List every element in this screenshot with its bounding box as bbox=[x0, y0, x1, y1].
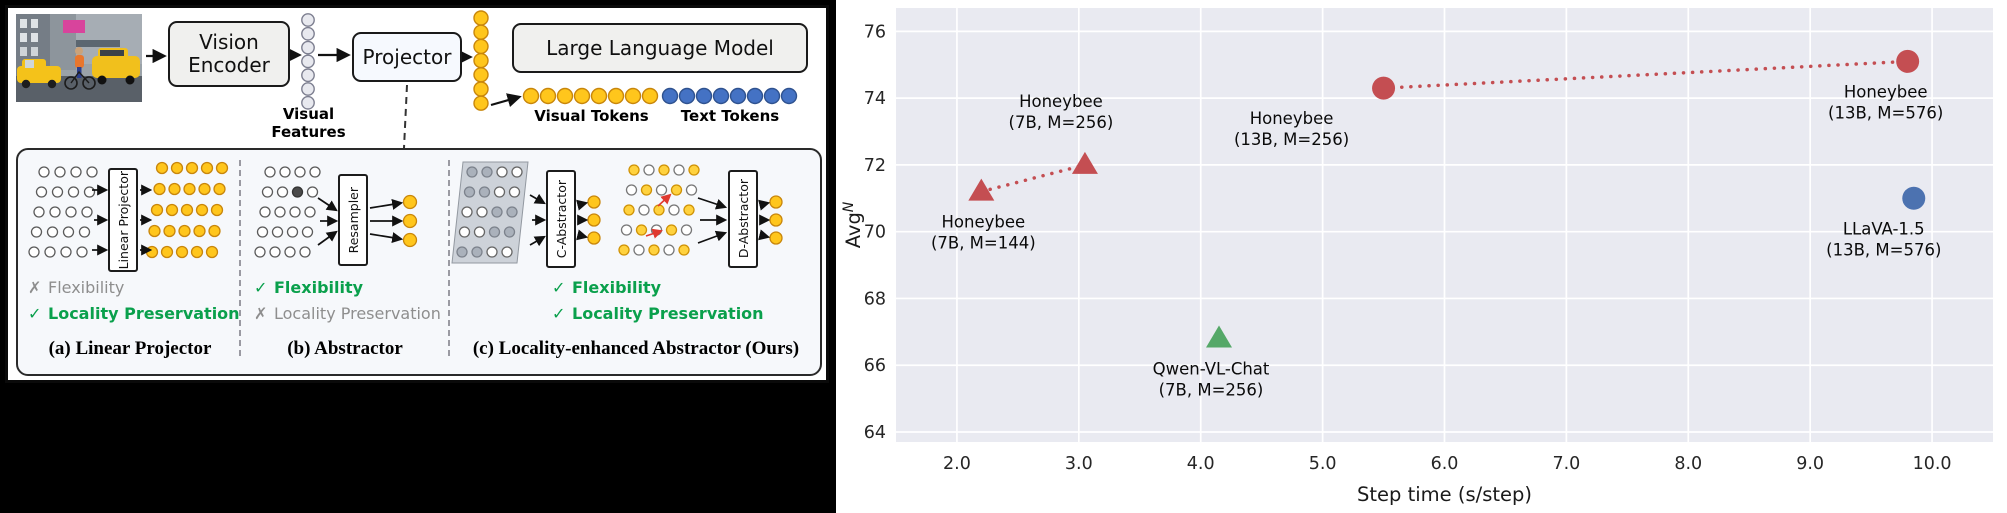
svg-text:(7B, M=256): (7B, M=256) bbox=[1009, 113, 1114, 132]
panel-c-caption: (c) Locality-enhanced Abstractor (Ours) bbox=[472, 338, 800, 359]
svg-text:74: 74 bbox=[864, 89, 886, 109]
cross-icon: ✗ bbox=[254, 304, 268, 323]
locality-check: ✓ Locality Preservation bbox=[552, 303, 764, 325]
check-label: Flexibility bbox=[48, 278, 125, 297]
flexibility-check: ✗ Flexibility bbox=[28, 277, 240, 299]
svg-text:66: 66 bbox=[864, 356, 886, 376]
svg-text:(13B, M=256): (13B, M=256) bbox=[1234, 130, 1349, 149]
vision-encoder-box: Vision Encoder bbox=[168, 21, 290, 87]
c-abstractor-module-label: C-Abstractor bbox=[553, 179, 569, 259]
locality-check: ✗ Locality Preservation bbox=[254, 303, 441, 325]
svg-text:10.0: 10.0 bbox=[1913, 454, 1952, 474]
check-label: Locality Preservation bbox=[572, 304, 764, 323]
visual-tokens-caption: Visual Tokens bbox=[534, 107, 649, 125]
resampler-module-label: Resampler bbox=[345, 186, 361, 254]
vision-encoder-label: Vision Encoder bbox=[188, 30, 270, 77]
svg-text:68: 68 bbox=[864, 289, 886, 309]
linear-projector-module-label: Linear Projector bbox=[115, 170, 131, 270]
svg-text:(7B, M=256): (7B, M=256) bbox=[1159, 381, 1264, 400]
svg-text:Honeybee: Honeybee bbox=[1844, 82, 1928, 101]
projector-variants-panel: Linear Projector Resampler C-Abstractor … bbox=[16, 148, 822, 376]
input-image bbox=[16, 14, 142, 102]
llm-box: Large Language Model bbox=[512, 23, 808, 73]
svg-text:(7B, M=144): (7B, M=144) bbox=[931, 234, 1036, 253]
svg-text:76: 76 bbox=[864, 22, 886, 42]
svg-text:70: 70 bbox=[864, 223, 886, 243]
locality-check: ✓ Locality Preservation bbox=[28, 303, 240, 325]
svg-text:LLaVA-1.5: LLaVA-1.5 bbox=[1843, 219, 1925, 238]
street-photo-illustration bbox=[16, 14, 142, 102]
check-label: Flexibility bbox=[274, 278, 364, 297]
llm-label: Large Language Model bbox=[546, 35, 774, 60]
cross-icon: ✗ bbox=[28, 278, 42, 297]
svg-text:(13B, M=576): (13B, M=576) bbox=[1826, 240, 1941, 259]
c-abstractor-module-box: C-Abstractor bbox=[546, 170, 576, 268]
svg-text:Qwen-VL-Chat: Qwen-VL-Chat bbox=[1153, 360, 1270, 379]
flexibility-check: ✓ Flexibility bbox=[552, 277, 764, 299]
resampler-module-box: Resampler bbox=[338, 174, 368, 266]
svg-text:5.0: 5.0 bbox=[1309, 454, 1337, 474]
check-icon: ✓ bbox=[254, 278, 268, 297]
svg-text:6.0: 6.0 bbox=[1431, 454, 1459, 474]
method-diagram-panel: Vision Encoder Projector Large Language … bbox=[5, 5, 829, 383]
svg-text:Step time (s/step): Step time (s/step) bbox=[1357, 483, 1532, 506]
scatter-plot: 2.0 3.0 4.0 5.0 6.0 7.0 8.0 9.0 10.0 64 66 68 70 72 74… bbox=[841, 8, 1993, 506]
svg-text:Honeybee: Honeybee bbox=[1019, 92, 1103, 111]
svg-text:Honeybee: Honeybee bbox=[1250, 109, 1334, 128]
text-tokens-caption: Text Tokens bbox=[680, 107, 780, 125]
svg-text:Honeybee: Honeybee bbox=[941, 213, 1025, 232]
panel-divider bbox=[239, 160, 241, 356]
d-abstractor-module-label: D-Abstractor bbox=[735, 179, 751, 259]
benchmark-chart-panel: 2.0 3.0 4.0 5.0 6.0 7.0 8.0 9.0 10.0 64 66 68 70 72 74… bbox=[836, 0, 2007, 513]
svg-text:4.0: 4.0 bbox=[1187, 454, 1215, 474]
svg-text:72: 72 bbox=[864, 156, 886, 176]
check-label: Flexibility bbox=[572, 278, 662, 297]
projector-variants-illustration bbox=[28, 161, 783, 264]
svg-text:3.0: 3.0 bbox=[1065, 454, 1093, 474]
projector-label: Projector bbox=[362, 44, 452, 69]
svg-text:(13B, M=576): (13B, M=576) bbox=[1828, 103, 1943, 122]
panel-b-caption: (b) Abstractor bbox=[287, 338, 403, 359]
svg-text:2.0: 2.0 bbox=[943, 454, 971, 474]
panel-a-caption: (a) Linear Projector bbox=[48, 338, 212, 359]
check-label: Locality Preservation bbox=[48, 304, 240, 323]
check-label: Locality Preservation bbox=[274, 304, 441, 323]
check-icon: ✓ bbox=[552, 304, 566, 323]
svg-text:9.0: 9.0 bbox=[1796, 454, 1824, 474]
svg-text:AvgN: AvgN bbox=[841, 201, 865, 248]
svg-text:8.0: 8.0 bbox=[1674, 454, 1702, 474]
panel-b-properties: ✓ Flexibility ✗ Locality Preservation bbox=[254, 277, 441, 325]
panel-c-properties: ✓ Flexibility ✓ Locality Preservation bbox=[552, 277, 764, 325]
projector-box: Projector bbox=[352, 32, 462, 82]
panel-divider bbox=[448, 160, 450, 356]
svg-text:64: 64 bbox=[864, 423, 886, 443]
visual-features-caption: Visual Features bbox=[271, 105, 346, 141]
flexibility-check: ✓ Flexibility bbox=[254, 277, 441, 299]
check-icon: ✓ bbox=[28, 304, 42, 323]
check-icon: ✓ bbox=[552, 278, 566, 297]
panel-a-properties: ✗ Flexibility ✓ Locality Preservation bbox=[28, 277, 240, 325]
linear-projector-module-box: Linear Projector bbox=[108, 168, 138, 272]
d-abstractor-module-box: D-Abstractor bbox=[728, 170, 758, 268]
svg-text:7.0: 7.0 bbox=[1552, 454, 1580, 474]
